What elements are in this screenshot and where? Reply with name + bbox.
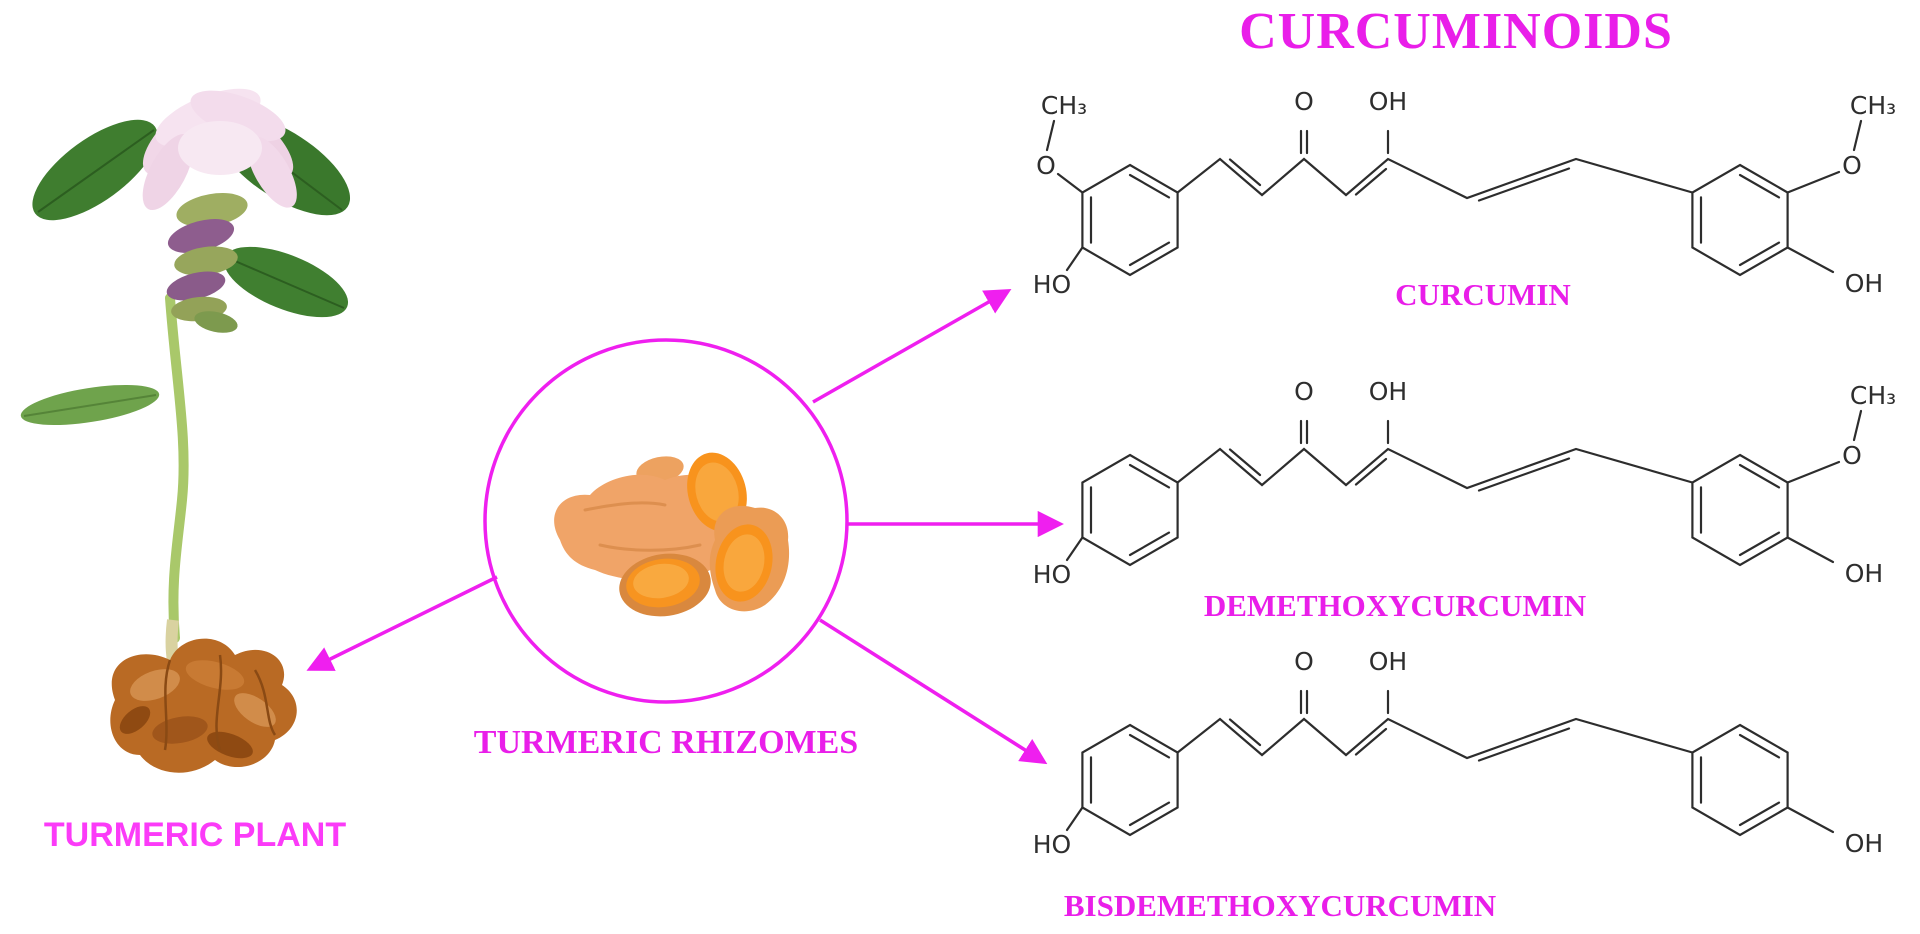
demethoxycurcumin-skeleton bbox=[1065, 409, 1863, 567]
atom-label-oh-right: OH bbox=[1845, 829, 1883, 858]
curcumin-label: CURCUMIN bbox=[1395, 277, 1571, 312]
atom-label-methoxy-o-right: O bbox=[1842, 441, 1862, 470]
bisdemethoxycurcumin-label: BISDEMETHOXYCURCUMIN bbox=[1064, 888, 1496, 923]
turmeric-plant-label: TURMERIC PLANT bbox=[43, 816, 347, 854]
demethoxycurcumin-label: DEMETHOXYCURCUMIN bbox=[1204, 588, 1586, 623]
turmeric-rhizomes-label: TURMERIC RHIZOMES bbox=[473, 724, 859, 761]
arrow-to-bisdemethoxycurcumin bbox=[819, 618, 1048, 765]
atom-label-ketone-o: O bbox=[1294, 647, 1314, 676]
page-title: CURCUMINOIDS bbox=[1239, 3, 1673, 60]
atom-label-ketone-o: O bbox=[1294, 87, 1314, 116]
atom-label-methoxy-o-left: O bbox=[1036, 151, 1056, 180]
turmeric-plant-image bbox=[20, 88, 351, 773]
atom-label-ho-left: HO bbox=[1033, 560, 1071, 589]
plant-flower bbox=[142, 88, 297, 211]
bisdemethoxycurcumin-structure: HO O OH OH BISDEMETHOXYCURCUMIN bbox=[1033, 647, 1883, 923]
plant-roots bbox=[110, 638, 297, 773]
atom-label-methoxy-ch3-right: CH₃ bbox=[1850, 91, 1896, 120]
plant-bracts bbox=[166, 193, 248, 333]
bisdemethoxycurcumin-skeleton bbox=[1065, 689, 1835, 837]
curcumin-skeleton bbox=[1045, 119, 1863, 277]
turmeric-rhizomes-image bbox=[554, 452, 790, 617]
atom-label-oh-right: OH bbox=[1845, 559, 1883, 588]
atom-label-ho-left: HO bbox=[1033, 270, 1071, 299]
atom-label-oh-right: OH bbox=[1845, 269, 1883, 298]
demethoxycurcumin-structure: HO O OH O CH₃ OH DEMETHOXYCURCUMIN bbox=[1033, 377, 1896, 623]
arrow-to-curcumin bbox=[812, 289, 1012, 404]
plant-stem bbox=[165, 293, 189, 643]
atom-label-ho-left: HO bbox=[1033, 830, 1071, 859]
atom-label-methoxy-o-right: O bbox=[1842, 151, 1862, 180]
atom-label-enol-oh: OH bbox=[1369, 377, 1407, 406]
arrow-to-turmeric-plant bbox=[306, 575, 498, 671]
atom-label-ketone-o: O bbox=[1294, 377, 1314, 406]
atom-label-methoxy-ch3-right: CH₃ bbox=[1850, 381, 1896, 410]
atom-label-enol-oh: OH bbox=[1369, 87, 1407, 116]
curcumin-structure: CH₃ O HO O OH O CH₃ OH CURCUMIN bbox=[1033, 87, 1896, 312]
atom-label-enol-oh: OH bbox=[1369, 647, 1407, 676]
atom-label-methoxy-ch3-left: CH₃ bbox=[1041, 91, 1087, 120]
